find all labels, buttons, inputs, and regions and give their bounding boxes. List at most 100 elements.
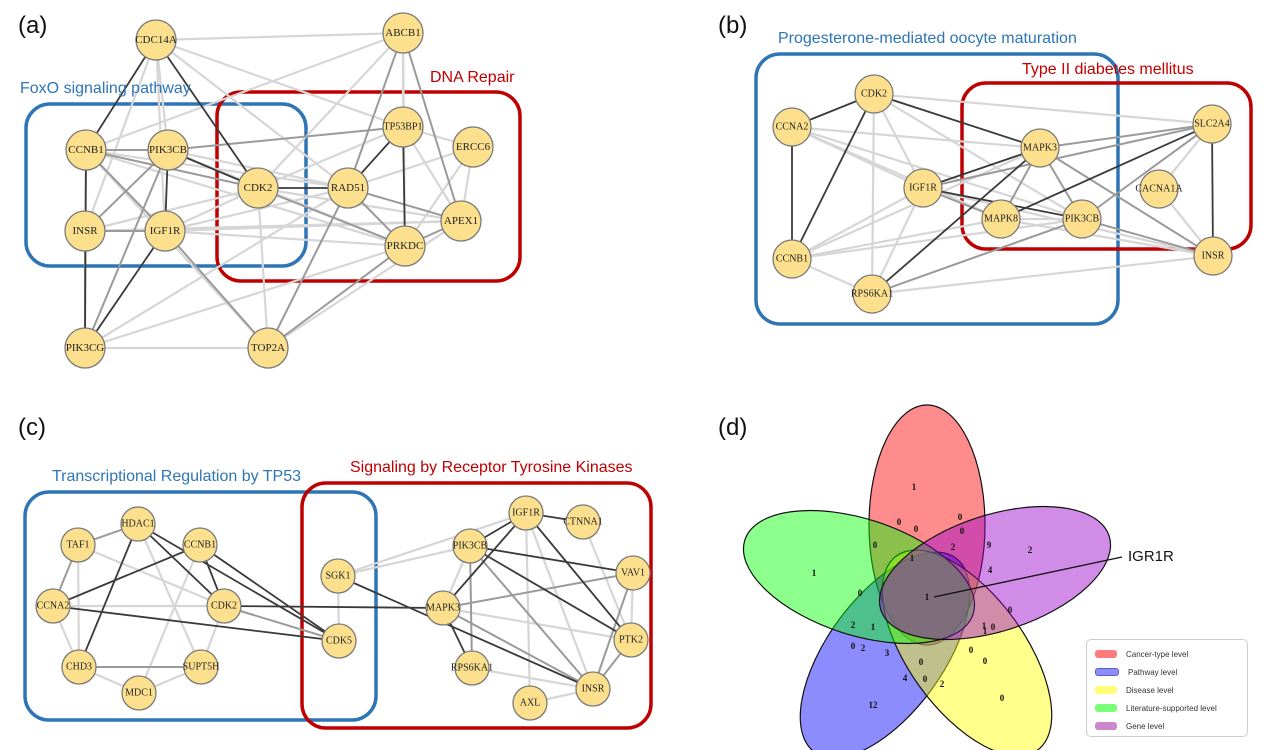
gene-node[interactable]: APEX1 xyxy=(440,200,482,242)
network-edge xyxy=(84,186,259,233)
pathway-title: FoxO signaling pathway xyxy=(20,80,191,97)
gene-node[interactable]: INSR xyxy=(575,671,611,707)
gene-node[interactable]: PRKDC xyxy=(384,225,426,267)
gene-node[interactable]: PIK3CB xyxy=(1062,199,1102,239)
network-edge xyxy=(257,187,406,247)
gene-node-label: IGF1R xyxy=(909,183,937,194)
network-edge xyxy=(791,125,1002,221)
pathway-box xyxy=(754,52,1120,326)
gene-node[interactable]: PIK3CB xyxy=(452,528,488,564)
legend-item-pathway: Pathway level xyxy=(1095,666,1177,678)
gene-node-label: INSR xyxy=(582,684,605,695)
venn-region-value: 9 xyxy=(987,540,992,550)
gene-node[interactable]: SUPT5H xyxy=(183,649,220,685)
gene-node[interactable]: TOP2A xyxy=(247,327,289,369)
gene-node[interactable]: MAPK3 xyxy=(1020,128,1060,168)
venn-region-value: 1 xyxy=(812,568,817,578)
legend-label: Literature-supported level xyxy=(1126,703,1217,713)
gene-node-circle xyxy=(1020,128,1060,168)
gene-node[interactable]: IGF1R xyxy=(144,210,186,252)
pathway-box xyxy=(300,481,653,730)
gene-node[interactable]: RAD51 xyxy=(327,167,369,209)
gene-node-circle xyxy=(120,506,156,542)
gene-node[interactable]: PIK3CB xyxy=(147,129,189,171)
gene-node[interactable]: IGF1R xyxy=(508,495,544,531)
gene-node[interactable]: CACNA1A xyxy=(1135,169,1183,209)
network-edge xyxy=(1039,123,1213,149)
gene-node[interactable]: PTK2 xyxy=(613,622,649,658)
gene-node[interactable]: CDK2 xyxy=(206,588,242,624)
gene-node-circle xyxy=(121,675,157,711)
gene-node[interactable]: CCNB1 xyxy=(65,129,107,171)
gene-node[interactable]: TP53BP1 xyxy=(382,106,424,148)
network-edge xyxy=(257,125,404,190)
network-edge xyxy=(267,187,349,349)
network-edge xyxy=(870,93,876,295)
gene-node[interactable]: CDK2 xyxy=(854,74,894,114)
venn-region-value: 2 xyxy=(940,679,945,689)
gene-node[interactable]: CDK2 xyxy=(237,167,279,209)
network-edge xyxy=(442,607,594,690)
legend-item-cancer: Cancer-type level xyxy=(1095,648,1188,660)
venn-region-value: 0 xyxy=(991,622,996,632)
gene-node[interactable]: ABCB1 xyxy=(382,12,424,54)
network-edge xyxy=(871,147,1041,295)
gene-node-circle xyxy=(60,527,96,563)
gene-node[interactable]: MAPK8 xyxy=(981,199,1021,239)
gene-node-circle xyxy=(64,327,106,369)
venn-set-pathway-level xyxy=(799,551,971,750)
gene-node-label: INSR xyxy=(1202,251,1225,262)
gene-node[interactable]: IGF1R xyxy=(903,168,943,208)
network-edge xyxy=(85,31,404,152)
gene-node[interactable]: CCNA2 xyxy=(772,107,812,147)
gene-node[interactable]: MDC1 xyxy=(121,675,157,711)
gene-node[interactable]: CHD3 xyxy=(61,649,97,685)
network-edge xyxy=(267,245,406,349)
gene-node[interactable]: CCNB1 xyxy=(772,239,812,279)
venn-region-value: 0 xyxy=(914,524,919,534)
gene-node-circle xyxy=(183,649,219,685)
gene-node[interactable]: ERCC6 xyxy=(452,126,494,168)
gene-node-label: MAPK3 xyxy=(1023,143,1057,154)
gene-node[interactable]: RPS6KA1 xyxy=(851,274,893,314)
venn-region-value: 1 xyxy=(982,621,987,631)
gene-node-circle xyxy=(384,225,426,267)
gene-node-circle xyxy=(135,19,177,61)
gene-node[interactable]: HDAC1 xyxy=(120,506,156,542)
network-edge xyxy=(1081,218,1214,257)
gene-node[interactable]: CCNA2 xyxy=(35,588,71,624)
venn-set-disease-level xyxy=(881,549,1053,750)
gene-node[interactable]: INSR xyxy=(1193,236,1233,276)
gene-node[interactable]: CDK5 xyxy=(321,623,357,659)
gene-node-circle xyxy=(852,274,892,314)
network-edge xyxy=(347,32,404,189)
gene-node[interactable]: AXL xyxy=(512,685,548,721)
gene-node[interactable]: SLC2A4 xyxy=(1192,104,1232,144)
gene-node-circle xyxy=(452,126,494,168)
gene-node-label: APEX1 xyxy=(444,215,478,227)
gene-node[interactable]: VAV1 xyxy=(615,555,651,591)
network-edge xyxy=(84,187,349,349)
venn-callout-label: IGR1R xyxy=(1128,548,1174,565)
gene-node[interactable]: CTNNA1 xyxy=(563,504,603,540)
gene-node[interactable]: SGK1 xyxy=(320,558,356,594)
gene-node-label: CHD3 xyxy=(66,662,92,673)
gene-node[interactable]: CDC14A xyxy=(135,19,177,61)
network-edge xyxy=(469,545,632,641)
network-edge xyxy=(84,244,406,350)
gene-node-label: IGF1R xyxy=(150,225,181,237)
legend-label: Disease level xyxy=(1126,685,1174,695)
gene-node-label: TP53BP1 xyxy=(384,122,423,133)
gene-node[interactable]: RPS6KA1 xyxy=(451,650,493,686)
gene-node-circle xyxy=(854,74,894,114)
gene-node[interactable]: PIK3CG xyxy=(64,327,106,369)
network-edge xyxy=(256,187,270,349)
venn-region-value: 0 xyxy=(983,656,988,666)
gene-node[interactable]: MAPK3 xyxy=(425,590,461,626)
gene-node[interactable]: TAF1 xyxy=(60,527,96,563)
gene-node[interactable]: INSR xyxy=(64,210,106,252)
gene-node[interactable]: CCNB1 xyxy=(182,527,218,563)
venn-region-value: 0 xyxy=(958,512,963,522)
